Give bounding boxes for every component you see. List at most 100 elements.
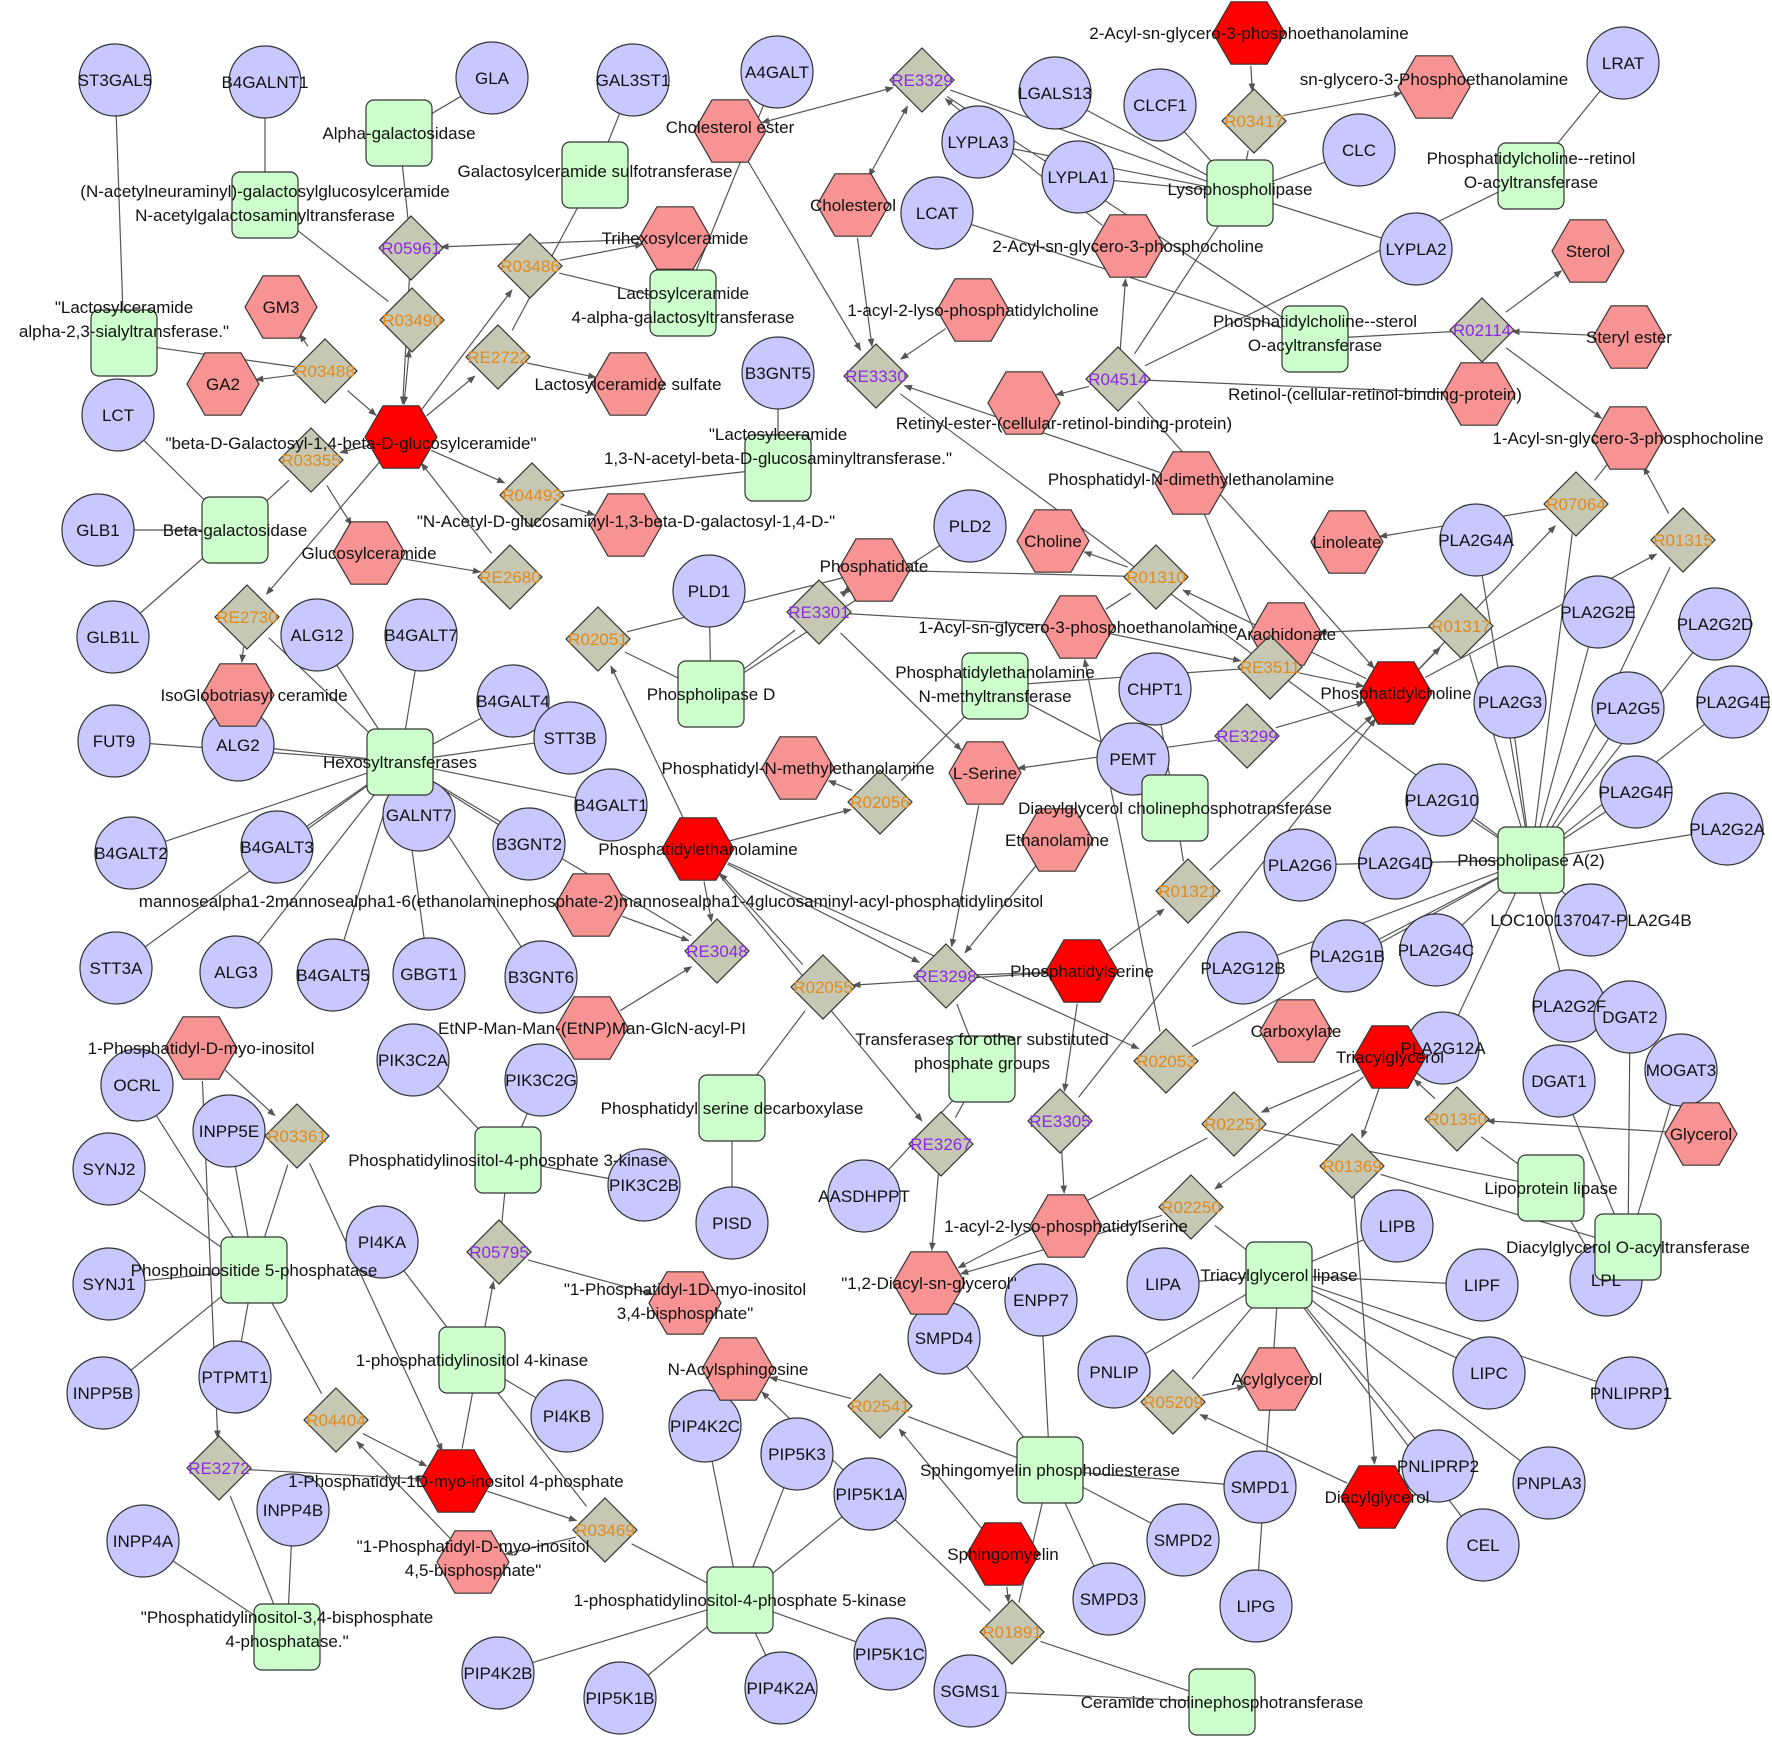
enzyme-tgl[interactable] [1245,1241,1313,1309]
gene-pip5k3[interactable] [760,1417,834,1491]
gene-st3gal5[interactable] [78,43,152,117]
metabolite-tag[interactable] [1353,1025,1427,1089]
metabolite-nacylsph[interactable] [701,1337,775,1401]
metabolite-pi4p[interactable] [419,1449,493,1513]
reaction-re3329[interactable]: RE3329 [889,47,955,113]
reaction-r03355[interactable]: R03355 [278,427,344,493]
metabolite-snpe[interactable] [1397,55,1471,119]
enzyme-pi34p[interactable] [253,1603,321,1671]
gene-lipb[interactable] [1360,1189,1434,1263]
reaction-r05209[interactable]: R05209 [1140,1369,1206,1435]
gene-pnliprp1[interactable] [1594,1356,1668,1430]
gene-b4galnt1[interactable] [228,45,302,119]
metabolite-pe[interactable] [661,817,735,881]
enzyme-nacetyl[interactable] [231,171,299,239]
gene-smpd2[interactable] [1146,1503,1220,1577]
reaction-re3299[interactable]: RE3299 [1214,703,1280,769]
gene-synj1[interactable] [72,1247,146,1321]
reaction-r02053[interactable]: R02053 [1133,1028,1199,1094]
metabolite-1acyl2lysops[interactable] [1029,1194,1103,1258]
metabolite-cholesterol[interactable] [816,173,890,237]
metabolite-acylglycerol[interactable] [1240,1347,1314,1411]
reaction-r02051[interactable]: R02051 [565,606,631,672]
enzyme-lac4alpha[interactable] [649,269,717,337]
gene-loc[interactable] [1554,883,1628,957]
metabolite-sterol[interactable] [1551,219,1625,283]
gene-smpd1[interactable] [1223,1450,1297,1524]
gene-clc[interactable] [1322,113,1396,187]
metabolite-manno[interactable] [554,873,628,937]
reaction-r01369[interactable]: R01369 [1319,1133,1385,1199]
gene-pisd[interactable] [695,1186,769,1260]
gene-lipa[interactable] [1126,1247,1200,1321]
metabolite-dag[interactable] [1340,1465,1414,1529]
gene-pla2g4c[interactable] [1399,913,1473,987]
gene-lipg[interactable] [1219,1569,1293,1643]
metabolite-ethanolamine[interactable] [1020,808,1094,872]
gene-ocrl[interactable] [100,1048,174,1122]
gene-pik3c2g[interactable] [504,1043,578,1117]
gene-pla2g3[interactable] [1473,665,1547,739]
gene-cel[interactable] [1446,1508,1520,1582]
gene-stt3a[interactable] [79,931,153,1005]
reaction-r02056[interactable]: R02056 [847,769,913,835]
metabolite-lacsulf[interactable] [591,352,665,416]
reaction-r03490[interactable]: R03490 [379,287,445,353]
gene-pla2g4d[interactable] [1358,826,1432,900]
gene-a4galt[interactable] [740,35,814,109]
metabolite-trihex[interactable] [638,206,712,270]
gene-pld1[interactable] [672,554,746,628]
gene-inpp5b[interactable] [66,1356,140,1430]
metabolite-12dag[interactable] [892,1251,966,1315]
gene-b4galt1[interactable] [574,768,648,842]
gene-glb1l[interactable] [76,600,150,674]
enzyme-lacsial[interactable] [90,309,158,377]
gene-sgms1[interactable] [933,1654,1007,1728]
reaction-r01321[interactable]: R01321 [1155,858,1221,924]
metabolite-phosphatidate[interactable] [837,538,911,602]
reaction-r02055[interactable]: R02055 [790,954,856,1020]
gene-pip4k2b[interactable] [461,1636,535,1710]
gene-fut9[interactable] [77,704,151,778]
gene-pla2g6[interactable] [1263,828,1337,902]
metabolite-isoglobo[interactable] [201,663,275,727]
metabolite-linoleate[interactable] [1310,510,1384,574]
gene-pla2g4e[interactable] [1696,665,1770,739]
gene-pla2g1b[interactable] [1310,919,1384,993]
reaction-r07064[interactable]: R07064 [1543,471,1609,537]
metabolite-lserine[interactable] [948,741,1022,805]
metabolite-steryl[interactable] [1592,305,1666,369]
metabolite-pip2[interactable] [436,1530,510,1594]
reaction-r02541[interactable]: R02541 [847,1373,913,1439]
metabolite-glucosyl[interactable] [332,521,406,585]
metabolite-gm3[interactable] [244,275,318,339]
gene-lypla3[interactable] [941,105,1015,179]
gene-pik3c2a[interactable] [376,1023,450,1097]
gene-alg12[interactable] [280,598,354,672]
reaction-r01310[interactable]: R01310 [1123,544,1189,610]
reaction-re2680[interactable]: RE2680 [477,544,543,610]
gene-lrat[interactable] [1586,26,1660,100]
gene-pla2g4a[interactable] [1439,503,1513,577]
metabolite-pi34[interactable] [648,1271,722,1335]
gene-lipf[interactable] [1445,1248,1519,1322]
reaction-re3272[interactable]: RE3272 [186,1435,252,1501]
reaction-re3267[interactable]: RE3267 [908,1111,974,1177]
enzyme-pemt[interactable] [961,652,1029,720]
gene-gbgt1[interactable] [392,937,466,1011]
reaction-r05795[interactable]: R05795 [466,1219,532,1285]
enzyme-pcsterol[interactable] [1281,305,1349,373]
gene-b4galt4[interactable] [476,664,550,738]
gene-chpt1[interactable] [1118,652,1192,726]
gene-lgals13[interactable] [1018,56,1092,130]
enzyme-lac13[interactable] [744,434,812,502]
gene-dgat1[interactable] [1522,1044,1596,1118]
gene-lypla1[interactable] [1041,140,1115,214]
gene-pi4kb[interactable] [530,1379,604,1453]
metabolite-carboxylate[interactable] [1259,999,1333,1063]
gene-synj2[interactable] [72,1132,146,1206]
metabolite-glycerol[interactable] [1664,1102,1738,1166]
gene-pip4k2a[interactable] [744,1651,818,1725]
metabolite-ps[interactable] [1045,939,1119,1003]
gene-pla2g2a[interactable] [1690,792,1764,866]
